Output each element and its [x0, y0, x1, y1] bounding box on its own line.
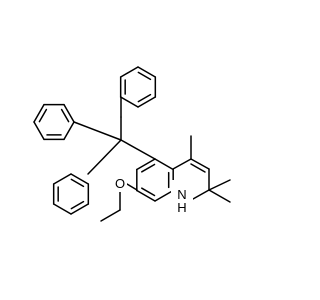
- top-phenyl-bond-0: [137, 96, 157, 108]
- left-phenyl-bond-2: [33, 121, 45, 141]
- oxygen-label-mask: [113, 176, 127, 192]
- benzo-ring-bond-3: [154, 158, 174, 171]
- top-phenyl-double-bond-0: [137, 93, 152, 103]
- top-phenyl-bond-1: [119, 96, 139, 108]
- atom-label-group: O N H: [113, 176, 193, 215]
- benzo-ring-double-bond-2: [141, 163, 156, 173]
- trityl-to-left-phenyl: [73, 121, 122, 141]
- left-phenyl-bond-3: [33, 103, 45, 123]
- top-phenyl-bond-4: [137, 66, 157, 78]
- oxygen-atom-label: O: [115, 176, 125, 191]
- nitrogen-atom-label: N: [177, 187, 186, 202]
- left-phenyl-bond-0: [63, 121, 75, 141]
- bottom-phenyl-double-bond-4: [70, 178, 85, 188]
- top-phenyl-double-bond-4: [137, 71, 152, 81]
- bottom-phenyl-bond-0: [70, 203, 90, 215]
- bond-group: [33, 66, 231, 222]
- c7-oxygen: [126, 183, 138, 191]
- benzo-ring-double-bond-0: [141, 187, 156, 197]
- benzo-ring-bond-2: [136, 158, 156, 171]
- trityl-to-bottom-phenyl: [87, 139, 122, 175]
- bottom-phenyl-bond-1: [52, 203, 72, 215]
- c4a-c4: [172, 158, 192, 170]
- c4-c3: [190, 158, 210, 170]
- methoxy-methyl-end: [100, 209, 121, 222]
- left-phenyl-double-bond-5: [60, 108, 70, 123]
- benzo-ring-bond-5: [154, 189, 174, 202]
- c3-c4-double: [190, 163, 206, 173]
- c2-n1: [192, 189, 210, 200]
- c2-methyl-a: [208, 189, 231, 203]
- bottom-phenyl-double-bond-0: [70, 200, 85, 210]
- bottom-phenyl-bond-3: [52, 173, 72, 185]
- trityl-to-quinoline: [120, 139, 156, 160]
- left-phenyl-bond-5: [63, 103, 75, 123]
- structure-canvas: O N H: [33, 66, 231, 222]
- amine-label-mask: [171, 180, 193, 214]
- top-phenyl-bond-3: [119, 66, 139, 78]
- molecule-structure: O N H: [33, 66, 231, 222]
- bottom-phenyl-bond-4: [70, 173, 90, 185]
- benzo-ring-bond-0: [136, 189, 156, 202]
- nitrogen-hydrogen-label: H: [177, 200, 186, 215]
- c2-methyl-b: [208, 179, 231, 191]
- left-phenyl-double-bond-3: [38, 108, 48, 123]
